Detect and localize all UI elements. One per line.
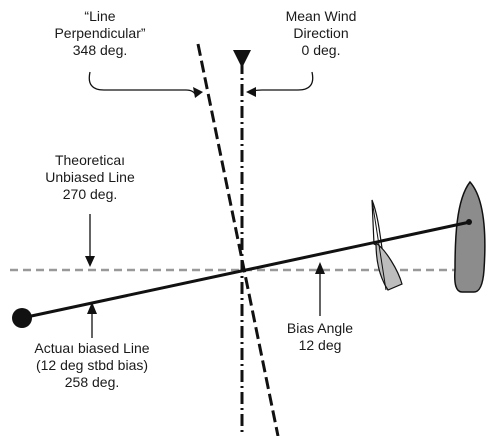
actual-biased-line-label-line-2: (12 deg stbd bias) (35, 357, 149, 373)
mean-wind-direction-label-line-2: Direction (293, 25, 349, 41)
pin-end-mark (12, 308, 32, 328)
line-perpendicular-label-line-3: 348 deg. (72, 42, 128, 58)
mean-wind-direction-label: Mean Wind Direction 0 deg. (266, 8, 376, 59)
bias-angle-label: Bias Angle 12 deg (272, 320, 368, 354)
mean-wind-direction-label-line-3: 0 deg. (301, 42, 341, 58)
mean-wind-direction-label-line-1: Mean Wind (285, 8, 357, 24)
line-perpendicular-label: “Line Perpendicular” 348 deg. (40, 8, 160, 59)
sailboat-icon (371, 199, 403, 291)
theoretical-unbiased-line-label: Theoreticaı Unbiased Line 270 deg. (28, 152, 152, 203)
theoretical-unbiased-leader (85, 214, 95, 267)
line-perpendicular-label-line-1: “Line (84, 8, 116, 24)
theoretical-unbiased-line-label-line-1: Theoreticaı (54, 152, 126, 168)
theoretical-unbiased-line-label-line-3: 270 deg. (62, 186, 118, 202)
mean-wind-direction-leader (246, 71, 314, 97)
actual-biased-line-label: Actuaı biased Line (12 deg stbd bias) 25… (14, 340, 170, 391)
bias-angle-leader (315, 262, 325, 316)
actual-biased-line-label-line-3: 258 deg. (64, 374, 120, 390)
line-perpendicular-label-line-2: Perpendicular” (54, 25, 146, 41)
actual-biased-line (21, 220, 471, 320)
bias-angle-label-line-1: Bias Angle (286, 320, 354, 336)
actual-biased-leader (87, 302, 97, 338)
committee-boat-icon (454, 180, 486, 293)
line-perpendicular-leader (88, 71, 203, 98)
bias-angle-label-line-2: 12 deg (298, 337, 342, 353)
wind-direction-arrowhead (233, 50, 251, 68)
theoretical-unbiased-line-label-line-2: Unbiased Line (45, 169, 135, 185)
line-perpendicular-dashed (196, 43, 280, 436)
actual-biased-line-label-line-1: Actuaı biased Line (34, 340, 150, 356)
